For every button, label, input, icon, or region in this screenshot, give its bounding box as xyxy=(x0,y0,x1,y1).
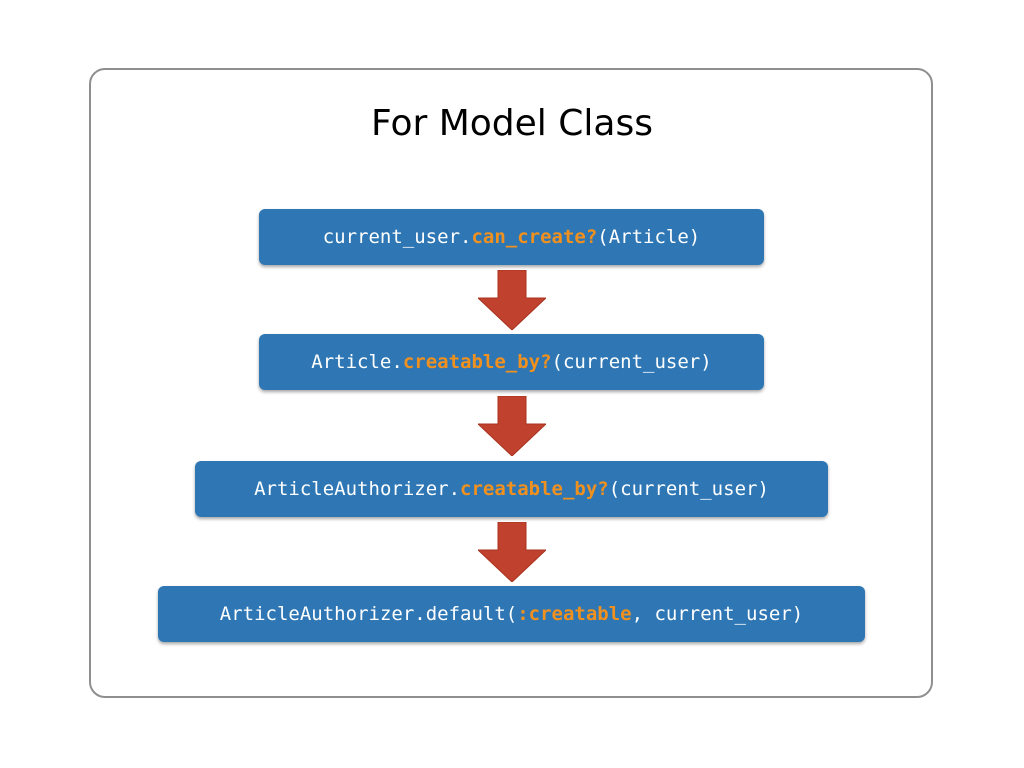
slide-title: For Model Class xyxy=(371,103,653,144)
flow-step-4: ArticleAuthorizer.default(:creatable, cu… xyxy=(158,586,865,642)
arrow-down-icon xyxy=(478,270,546,330)
step-3-prefix: ArticleAuthorizer. xyxy=(254,478,461,500)
step-1-suffix: (Article) xyxy=(597,226,701,248)
step-3-method: creatable_by? xyxy=(460,478,609,500)
step-4-prefix: ArticleAuthorizer.default( xyxy=(219,603,518,625)
step-3-suffix: (current_user) xyxy=(608,478,769,500)
flow-step-2: Article.creatable_by?(current_user) xyxy=(259,334,764,390)
step-1-prefix: current_user. xyxy=(322,226,472,248)
step-4-symbol: :creatable xyxy=(517,603,632,625)
arrow-down-icon xyxy=(478,522,546,582)
flow-step-1: current_user.can_create?(Article) xyxy=(259,209,764,265)
step-2-method: creatable_by? xyxy=(402,351,552,373)
flow-step-3: ArticleAuthorizer.creatable_by?(current_… xyxy=(195,461,828,517)
step-2-suffix: (current_user) xyxy=(551,351,712,373)
step-2-prefix: Article. xyxy=(311,351,403,373)
step-1-method: can_create? xyxy=(471,226,598,248)
arrow-down-icon xyxy=(478,396,546,456)
step-4-suffix: , current_user) xyxy=(631,603,804,625)
